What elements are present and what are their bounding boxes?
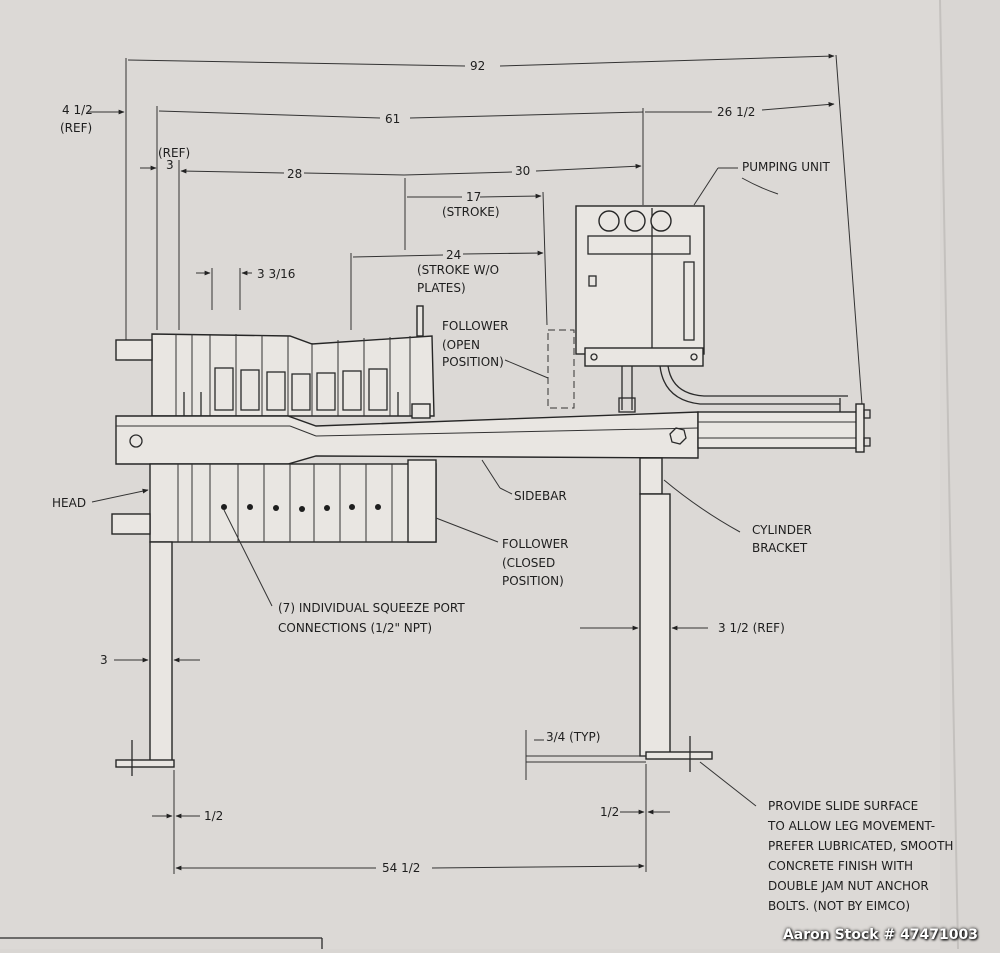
svg-text:(7) INDIVIDUAL SQUEEZE PORT: (7) INDIVIDUAL SQUEEZE PORT bbox=[278, 601, 465, 615]
svg-text:1/2: 1/2 bbox=[600, 805, 619, 819]
svg-text:3 1/2 (REF): 3 1/2 (REF) bbox=[718, 621, 785, 635]
dimension-54-1-2: 54 1/2 bbox=[175, 861, 645, 875]
svg-text:28: 28 bbox=[287, 167, 302, 181]
svg-text:BOLTS. (NOT BY EIMCO): BOLTS. (NOT BY EIMCO) bbox=[768, 899, 910, 913]
head-callout: HEAD bbox=[52, 488, 149, 510]
dimension-4-1-2-ref: 4 1/2 (REF) bbox=[60, 103, 125, 135]
svg-text:POSITION): POSITION) bbox=[442, 355, 504, 369]
svg-text:(REF): (REF) bbox=[158, 146, 190, 160]
svg-text:4 1/2: 4 1/2 bbox=[62, 103, 93, 117]
dimension-half-left: 1/2 bbox=[152, 770, 223, 874]
cylinder-bracket-callout: CYLINDER BRACKET bbox=[663, 479, 812, 555]
svg-text:TO ALLOW LEG MOVEMENT-: TO ALLOW LEG MOVEMENT- bbox=[767, 819, 935, 833]
dimension-3-1-2-ref: 3 1/2 (REF) bbox=[580, 621, 785, 635]
svg-text:1/2: 1/2 bbox=[204, 809, 223, 823]
follower-open-position: FOLLOWER (OPEN POSITION) bbox=[442, 319, 575, 409]
sidebar-callout: SIDEBAR bbox=[481, 459, 567, 503]
squeeze-port-callout: (7) INDIVIDUAL SQUEEZE PORT CONNECTIONS … bbox=[223, 509, 465, 635]
svg-text:CYLINDER: CYLINDER bbox=[752, 523, 812, 537]
svg-text:FOLLOWER: FOLLOWER bbox=[502, 537, 569, 551]
svg-text:SIDEBAR: SIDEBAR bbox=[514, 489, 567, 503]
svg-text:(REF): (REF) bbox=[60, 121, 92, 135]
follower-closed-callout: FOLLOWER (CLOSED POSITION) bbox=[435, 517, 569, 588]
svg-text:54 1/2: 54 1/2 bbox=[382, 861, 420, 875]
dimension-61: 61 bbox=[156, 106, 644, 330]
svg-text:CONNECTIONS (1/2" NPT): CONNECTIONS (1/2" NPT) bbox=[278, 621, 432, 635]
slide-surface-note: PROVIDE SLIDE SURFACE TO ALLOW LEG MOVEM… bbox=[699, 761, 953, 913]
dimension-3-3-16: 3 3/16 bbox=[196, 267, 295, 310]
svg-text:POSITION): POSITION) bbox=[502, 574, 564, 588]
dimension-3-4-typ: 3/4 (TYP) bbox=[525, 730, 600, 780]
left-leg bbox=[115, 541, 175, 776]
dimension-half-right: 1/2 bbox=[600, 764, 670, 872]
dimension-17-stroke: 17 (STROKE) bbox=[404, 178, 548, 326]
dimension-leg-3: 3 bbox=[100, 653, 200, 667]
sidebar-beam bbox=[115, 411, 699, 465]
filter-plate-stack-bottom bbox=[111, 459, 437, 543]
dimension-30: 30 bbox=[403, 163, 642, 178]
dimension-26-1-2: 26 1/2 bbox=[645, 102, 835, 119]
svg-text:92: 92 bbox=[470, 59, 485, 73]
svg-text:(OPEN: (OPEN bbox=[442, 338, 480, 352]
svg-text:PLATES): PLATES) bbox=[417, 281, 466, 295]
pumping-unit bbox=[575, 205, 848, 413]
svg-text:PUMPING UNIT: PUMPING UNIT bbox=[742, 160, 831, 174]
svg-text:17: 17 bbox=[466, 190, 481, 204]
svg-text:(STROKE): (STROKE) bbox=[442, 205, 500, 219]
svg-text:3: 3 bbox=[166, 158, 174, 172]
hydraulic-cylinder bbox=[697, 398, 871, 453]
svg-text:HEAD: HEAD bbox=[52, 496, 86, 510]
svg-text:(CLOSED: (CLOSED bbox=[502, 556, 555, 570]
pumping-unit-callout: PUMPING UNIT bbox=[693, 160, 831, 206]
svg-text:24: 24 bbox=[446, 248, 461, 262]
svg-text:(STROKE W/O: (STROKE W/O bbox=[417, 263, 499, 277]
svg-text:3 3/16: 3 3/16 bbox=[257, 267, 295, 281]
dimension-3-ref: (REF) 3 bbox=[140, 146, 190, 330]
svg-text:61: 61 bbox=[385, 112, 400, 126]
svg-text:PREFER LUBRICATED, SMOOTH: PREFER LUBRICATED, SMOOTH bbox=[768, 839, 953, 853]
dimension-28: 28 bbox=[180, 167, 405, 181]
filter-plate-stack-top bbox=[115, 305, 435, 419]
dimension-24-stroke-without-plates: 24 (STROKE W/O PLATES) bbox=[350, 248, 544, 330]
svg-text:26 1/2: 26 1/2 bbox=[717, 105, 755, 119]
svg-text:30: 30 bbox=[515, 164, 530, 178]
svg-text:PROVIDE SLIDE SURFACE: PROVIDE SLIDE SURFACE bbox=[768, 799, 918, 813]
svg-text:3: 3 bbox=[100, 653, 108, 667]
title-block-edge bbox=[0, 937, 323, 949]
svg-text:BRACKET: BRACKET bbox=[752, 541, 808, 555]
overall-dimension-92: 92 bbox=[125, 53, 863, 406]
svg-text:DOUBLE JAM NUT ANCHOR: DOUBLE JAM NUT ANCHOR bbox=[768, 879, 929, 893]
svg-text:FOLLOWER: FOLLOWER bbox=[442, 319, 509, 333]
right-leg bbox=[526, 457, 713, 772]
svg-text:3/4 (TYP): 3/4 (TYP) bbox=[546, 730, 600, 744]
svg-text:CONCRETE FINISH WITH: CONCRETE FINISH WITH bbox=[768, 859, 913, 873]
stock-watermark: Aaron Stock # 47471003 bbox=[782, 927, 978, 943]
